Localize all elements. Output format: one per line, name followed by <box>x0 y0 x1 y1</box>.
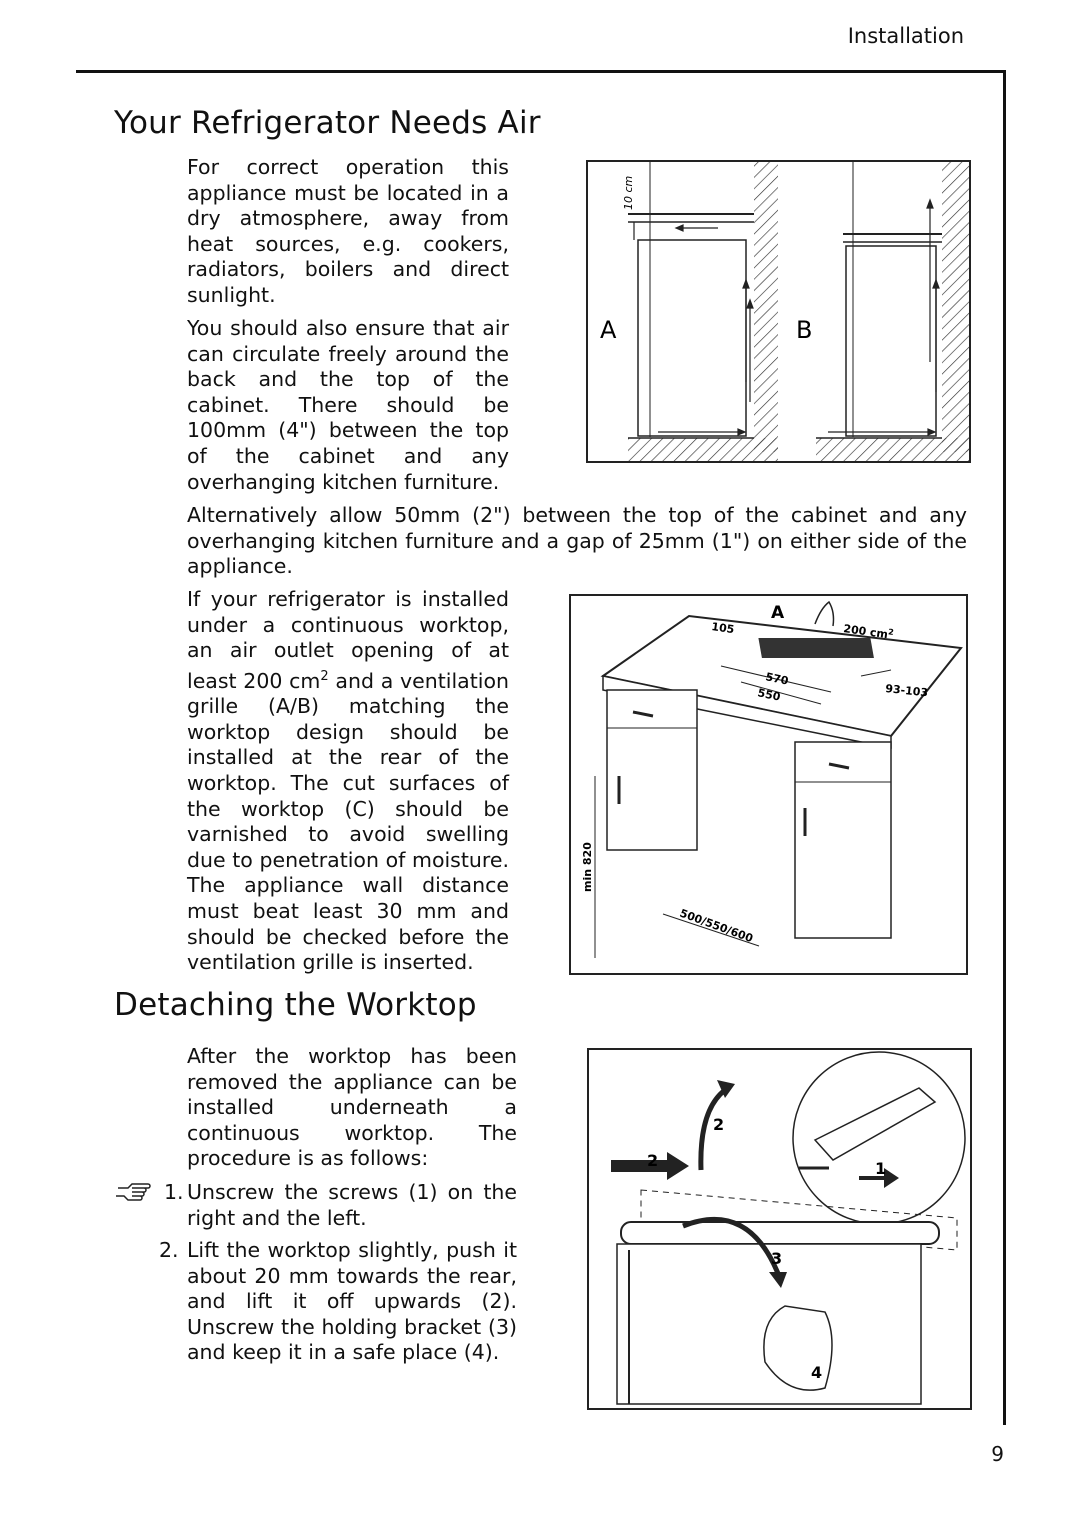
fig3-num-2a: 2 <box>647 1151 658 1170</box>
fig3-num-3: 3 <box>771 1249 782 1268</box>
wall-b <box>942 162 969 452</box>
section-title-air: Your Refrigerator Needs Air <box>114 105 541 141</box>
figure-air-circulation: 10 cm A B <box>586 160 971 463</box>
dim-105: 105 <box>711 620 736 636</box>
base-unit-left <box>606 689 698 851</box>
storage-bag <box>763 1305 833 1391</box>
label-a: A <box>600 316 617 344</box>
section-header: Installation <box>847 24 964 48</box>
page-number: 9 <box>991 1442 1004 1466</box>
fridge-a <box>637 239 747 437</box>
step-2: 2.Lift the worktop slightly, push it abo… <box>159 1238 517 1365</box>
dim-200cm: 200 cm2 <box>843 621 895 642</box>
label-b: B <box>796 316 812 344</box>
figure-detach-worktop: 1 2 2 3 4 <box>587 1048 972 1410</box>
fridge-b <box>845 245 937 437</box>
floor-a <box>628 438 782 461</box>
figure-worktop-cabinet: A 105 200 cm2 570 550 93-103 min 820 500… <box>569 594 968 975</box>
dim-min820: min 820 <box>581 842 594 892</box>
paragraph-worktop: If your refrigerator is installed under … <box>187 587 509 975</box>
section-title-worktop: Detaching the Worktop <box>114 987 477 1023</box>
fig3-num-2b: 2 <box>713 1115 724 1134</box>
fig3-num-1: 1 <box>875 1159 886 1178</box>
paragraph-alternative: Alternatively allow 50mm (2") between th… <box>187 503 967 579</box>
wall-a <box>754 162 782 452</box>
dim-550: 550 <box>756 686 782 704</box>
pointing-hand-icon <box>116 1180 151 1204</box>
paragraph-operation: For correct operation this appliance mus… <box>187 155 509 307</box>
margin-rule <box>1003 70 1006 1425</box>
dim-10cm: 10 cm <box>622 176 635 210</box>
step-1: 1.Unscrew the screws (1) on the right an… <box>164 1180 517 1230</box>
paragraph-detaching: After the worktop has been removed the a… <box>187 1044 517 1171</box>
dim-570: 570 <box>764 670 790 688</box>
fig3-num-4: 4 <box>811 1363 822 1382</box>
dim-depth: 500/550/600 <box>678 907 755 946</box>
dim-93-103: 93-103 <box>885 682 929 699</box>
base-unit-right <box>794 741 892 939</box>
floor-b <box>816 438 969 461</box>
ventilation-grille <box>758 638 874 658</box>
airflow-arrow <box>814 600 835 627</box>
fig2-label-a: A <box>771 603 785 623</box>
paragraph-circulation: You should also ensure that air can circ… <box>187 316 509 494</box>
header-rule <box>76 70 1006 73</box>
